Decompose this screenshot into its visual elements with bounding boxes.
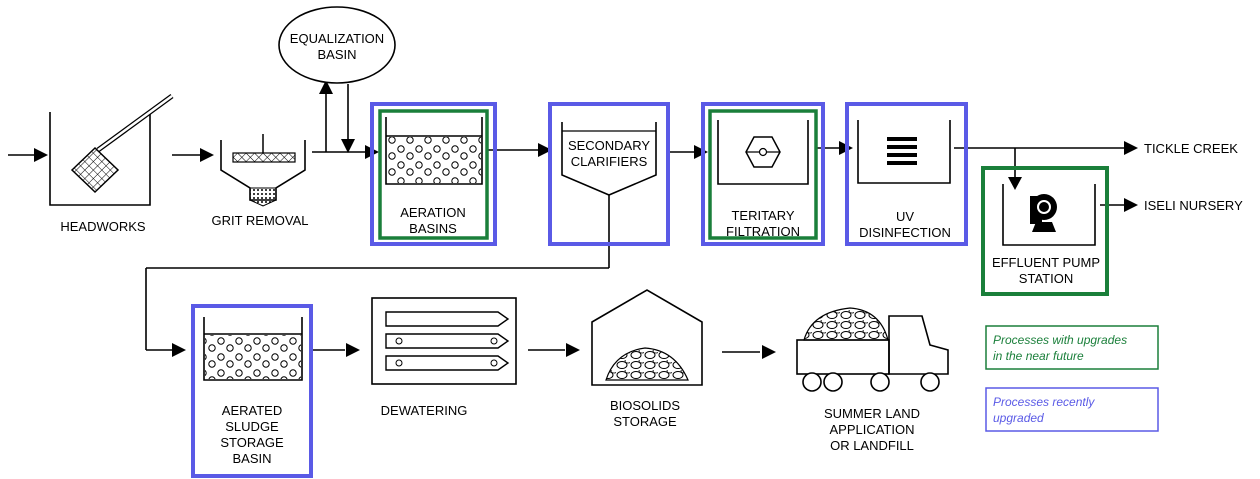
dewatering-icon xyxy=(371,297,517,385)
land-label-line1: SUMMER LAND xyxy=(824,406,920,421)
uv-label-line1: UV xyxy=(896,209,914,224)
uv-lamps-icon xyxy=(857,120,951,184)
biosolids-label-line1: BIOSOLIDS xyxy=(610,398,680,413)
uv-recent-frame xyxy=(845,102,968,246)
pump-upgrade-frame xyxy=(981,166,1109,296)
land-label-line2: APPLICATION xyxy=(829,422,914,437)
aeration-upgrade-frame xyxy=(378,109,489,240)
tertiary-filter-icon xyxy=(717,120,809,185)
secondary-label-line2: CLARIFIERS xyxy=(571,154,648,169)
dewatering-label: DEWATERING xyxy=(381,403,468,418)
sludge-label-line1: AERATED xyxy=(222,403,282,418)
legend-upgrade-box xyxy=(985,325,1159,370)
uv-label-line2: DISINFECTION xyxy=(859,225,951,240)
tertiary-label-line1: TERITARY xyxy=(731,208,794,223)
aeration-basin-icon xyxy=(385,117,483,185)
legend: Processes with upgrades in the near futu… xyxy=(985,325,1159,432)
sludge-recent-frame xyxy=(191,304,313,478)
sludge-label-line2: SLUDGE xyxy=(225,419,279,434)
biosolids-label-line2: STORAGE xyxy=(613,414,677,429)
sludge-label-line4: BASIN xyxy=(232,451,271,466)
aeration-label-line1: AERATION xyxy=(400,205,466,220)
secondary-label-line1: SECONDARY xyxy=(568,138,650,153)
flow-lines xyxy=(8,84,1125,353)
secondary-recent-frame xyxy=(548,102,670,246)
aeration-label-line2: BASINS xyxy=(409,221,457,236)
equalization-label-line1: EQUALIZATION xyxy=(290,31,384,46)
pump-label-line1: EFFLUENT PUMP xyxy=(992,255,1100,270)
tertiary-upgrade-frame xyxy=(708,109,818,240)
sludge-label-line3: STORAGE xyxy=(220,435,284,450)
headworks-label: HEADWORKS xyxy=(60,219,146,234)
grit-removal-label: GRIT REMOVAL xyxy=(211,213,308,228)
equalization-label-line2: BASIN xyxy=(317,47,356,62)
land-label-line3: OR LANDFILL xyxy=(830,438,914,453)
headworks-icon xyxy=(49,93,174,206)
legend-recent-line2: upgraded xyxy=(993,411,1044,425)
truck-icon xyxy=(796,307,949,392)
grit-removal-icon xyxy=(220,134,306,207)
secondary-clarifier-icon xyxy=(561,122,657,196)
legend-upgrade-line2: in the near future xyxy=(993,349,1084,363)
equalization-basin-shape xyxy=(278,6,396,84)
tertiary-label-line2: FILTRATION xyxy=(726,224,800,239)
pump-icon xyxy=(1002,184,1096,246)
legend-upgrade-line1: Processes with upgrades xyxy=(993,333,1127,347)
biosolids-storage-icon xyxy=(591,289,703,386)
sludge-basin-icon xyxy=(203,317,303,381)
legend-recent-box xyxy=(985,387,1159,432)
pump-label-line2: STATION xyxy=(1019,271,1073,286)
aeration-recent-frame xyxy=(370,102,497,246)
iseli-nursery-label: ISELI NURSERY xyxy=(1144,198,1243,213)
tickle-creek-label: TICKLE CREEK xyxy=(1144,141,1238,156)
legend-recent-line1: Processes recently xyxy=(993,395,1095,409)
tertiary-recent-frame xyxy=(701,102,825,246)
flow-arrowheads xyxy=(34,80,1138,359)
